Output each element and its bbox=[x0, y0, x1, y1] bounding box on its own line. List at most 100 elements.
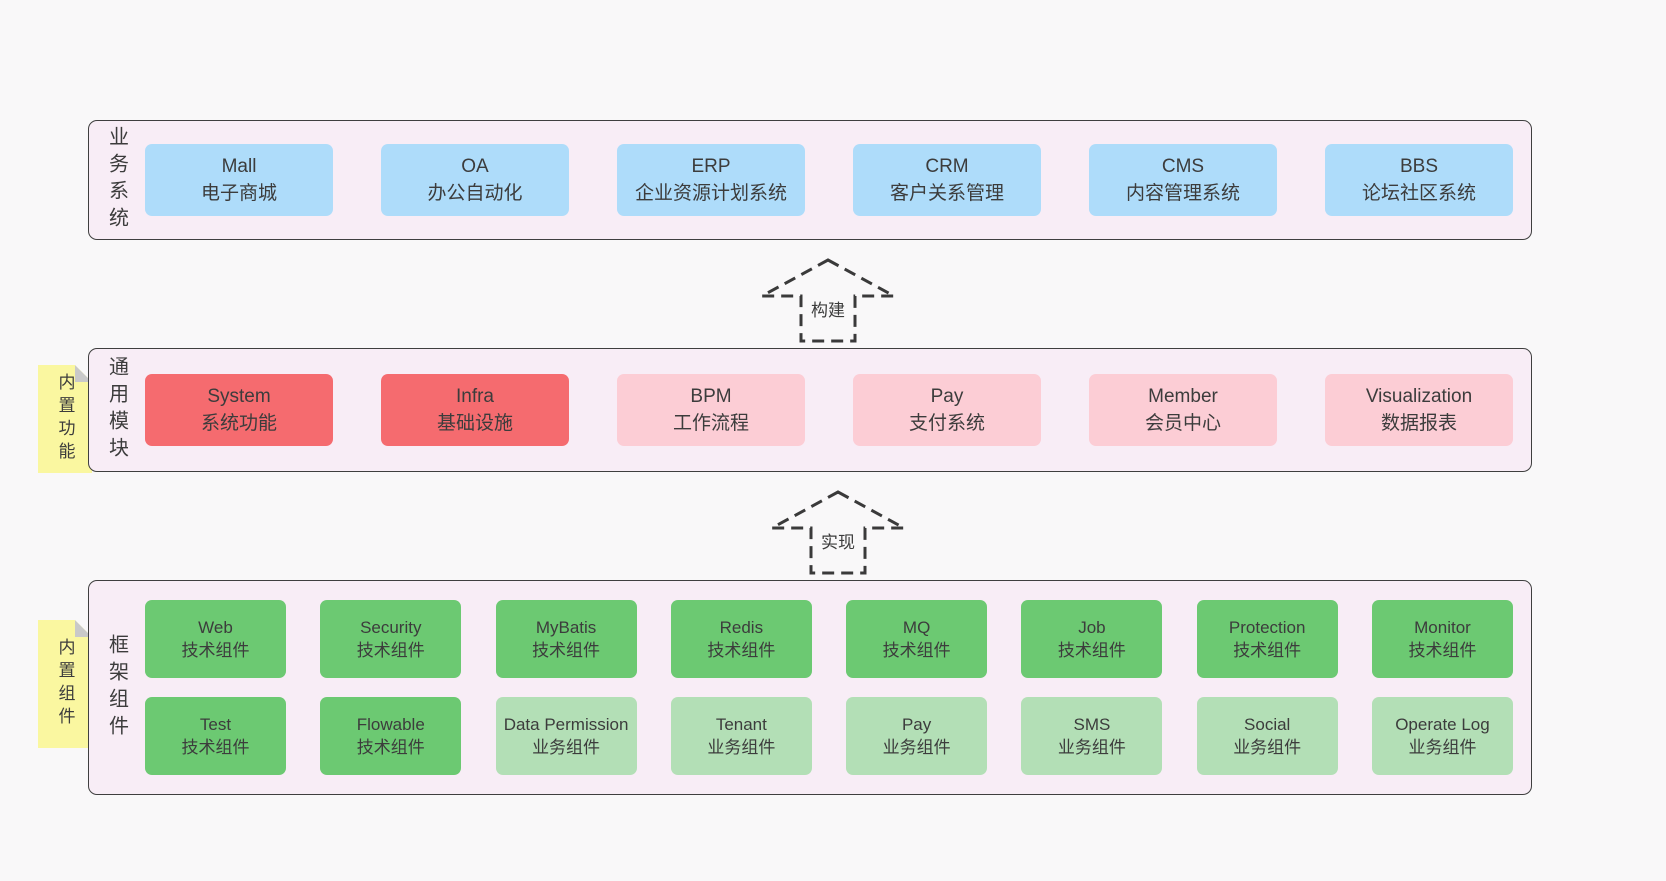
box-subtitle: 客户关系管理 bbox=[889, 183, 1004, 204]
box-title: CMS bbox=[1161, 156, 1205, 177]
sticky-note-tab-label: 内置组件 bbox=[55, 638, 75, 730]
box-title: Flowable bbox=[356, 715, 425, 734]
box-subtitle: 支付系统 bbox=[908, 413, 985, 434]
layer-side-label: 业务系统 bbox=[105, 126, 128, 234]
box-member: Member 会员中心 bbox=[1089, 374, 1277, 446]
box-subtitle: 工作流程 bbox=[672, 413, 749, 434]
layer-framework-components: 框架组件 Web 技术组件 Security 技术组件 MyBatis 技术组件 Redis 技… bbox=[88, 580, 1532, 795]
dashed-up-arrow: 构建 bbox=[758, 256, 898, 344]
box-sms: SMS 业务组件 bbox=[1021, 697, 1163, 775]
box-title: Test bbox=[199, 715, 232, 734]
box-title: Monitor bbox=[1414, 618, 1471, 637]
box-title: Operate Log bbox=[1395, 715, 1490, 734]
box-subtitle: 业务组件 bbox=[1408, 738, 1477, 757]
box-subtitle: 技术组件 bbox=[532, 641, 601, 660]
box-title: Security bbox=[360, 618, 422, 637]
up-arrow-icon bbox=[761, 258, 895, 343]
box-subtitle: 业务组件 bbox=[1233, 738, 1302, 757]
box-title: Protection bbox=[1228, 618, 1306, 637]
box-visualization: Visualization 数据报表 bbox=[1325, 374, 1513, 446]
box-subtitle: 业务组件 bbox=[1057, 738, 1126, 757]
box-subtitle: 技术组件 bbox=[181, 641, 250, 660]
box-operate-log: Operate Log 业务组件 bbox=[1371, 697, 1513, 775]
box-subtitle: 业务组件 bbox=[707, 738, 776, 757]
box-subtitle: 办公自动化 bbox=[427, 183, 523, 204]
box-web: Web 技术组件 bbox=[145, 600, 286, 678]
box-oa: OA 办公自动化 bbox=[381, 144, 569, 216]
layer-side-label: 通用模块 bbox=[105, 356, 128, 464]
box-subtitle: 内容管理系统 bbox=[1125, 183, 1240, 204]
up-arrow-icon bbox=[771, 490, 905, 575]
box-title: Infra bbox=[455, 386, 495, 407]
box-title: MQ bbox=[902, 618, 931, 637]
box-title: Member bbox=[1148, 386, 1218, 407]
box-crm: CRM 客户关系管理 bbox=[853, 144, 1041, 216]
box-subtitle: 技术组件 bbox=[882, 641, 951, 660]
box-title: BBS bbox=[1399, 156, 1439, 177]
box-flowable: Flowable 技术组件 bbox=[320, 697, 462, 775]
box-title: System bbox=[207, 386, 271, 407]
box-title: Pay bbox=[901, 715, 932, 734]
box-mq: MQ 技术组件 bbox=[846, 600, 988, 678]
box-cms: CMS 内容管理系统 bbox=[1089, 144, 1277, 216]
box-subtitle: 技术组件 bbox=[1233, 641, 1302, 660]
arrow-label: 实现 bbox=[818, 528, 858, 553]
box-title: MyBatis bbox=[535, 618, 597, 637]
box-security: Security 技术组件 bbox=[320, 600, 462, 678]
box-social: Social 业务组件 bbox=[1196, 697, 1338, 775]
box-erp: ERP 企业资源计划系统 bbox=[617, 144, 805, 216]
box-subtitle: 基础设施 bbox=[436, 413, 513, 434]
arrow-label: 构建 bbox=[808, 296, 848, 321]
dashed-up-arrow: 实现 bbox=[768, 488, 908, 576]
box-title: OA bbox=[461, 156, 489, 177]
box-subtitle: 技术组件 bbox=[1408, 641, 1477, 660]
box-title: Visualization bbox=[1365, 386, 1473, 407]
box-pay: Pay 业务组件 bbox=[846, 697, 988, 775]
box-title: Web bbox=[198, 618, 233, 637]
box-title: SMS bbox=[1073, 715, 1111, 734]
box-subtitle: 技术组件 bbox=[181, 738, 250, 757]
box-bpm: BPM 工作流程 bbox=[617, 374, 805, 446]
box-subtitle: 数据报表 bbox=[1380, 413, 1457, 434]
box-title: Mall bbox=[221, 156, 257, 177]
box-title: Redis bbox=[719, 618, 764, 637]
box-system: System 系统功能 bbox=[145, 374, 333, 446]
box-title: CRM bbox=[925, 156, 969, 177]
box-title: Job bbox=[1078, 618, 1106, 637]
box-subtitle: 业务组件 bbox=[532, 738, 601, 757]
box-subtitle: 论坛社区系统 bbox=[1361, 183, 1476, 204]
box-protection: Protection 技术组件 bbox=[1196, 600, 1338, 678]
box-title: ERP bbox=[691, 156, 731, 177]
sticky-note-tab-framework-components: 内置组件 bbox=[38, 620, 92, 748]
box-subtitle: 技术组件 bbox=[707, 641, 776, 660]
box-subtitle: 技术组件 bbox=[356, 738, 425, 757]
box-redis: Redis 技术组件 bbox=[670, 600, 812, 678]
box-subtitle: 业务组件 bbox=[882, 738, 951, 757]
box-monitor: Monitor 技术组件 bbox=[1371, 600, 1513, 678]
box-bbs: BBS 论坛社区系统 bbox=[1325, 144, 1513, 216]
box-title: Social bbox=[1244, 715, 1291, 734]
box-subtitle: 技术组件 bbox=[356, 641, 425, 660]
box-mybatis: MyBatis 技术组件 bbox=[495, 600, 637, 678]
box-job: Job 技术组件 bbox=[1021, 600, 1163, 678]
box-title: BPM bbox=[690, 386, 732, 407]
box-subtitle: 会员中心 bbox=[1144, 413, 1221, 434]
box-subtitle: 系统功能 bbox=[200, 413, 277, 434]
layer-side-label: 框架组件 bbox=[105, 633, 128, 742]
box-subtitle: 技术组件 bbox=[1057, 641, 1126, 660]
box-subtitle: 企业资源计划系统 bbox=[634, 183, 787, 204]
